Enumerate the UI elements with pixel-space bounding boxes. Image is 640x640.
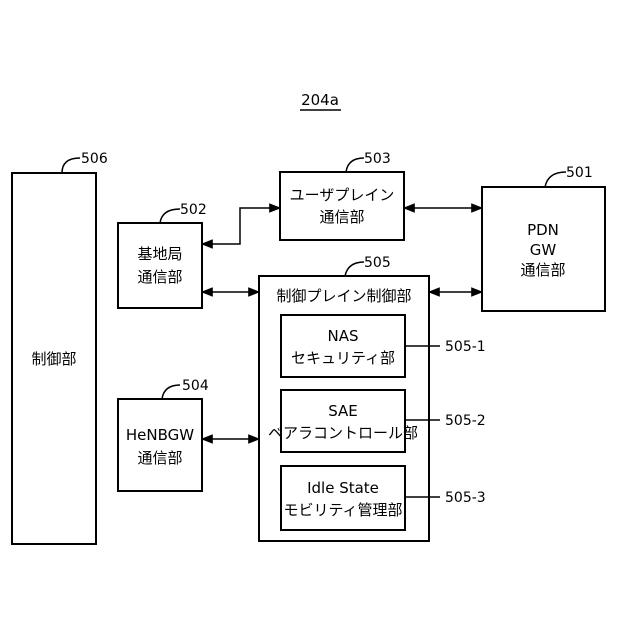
ref-506: 506 — [81, 151, 108, 167]
henbgw-block: HeNBGW 通信部 — [118, 399, 202, 491]
control-unit-block: 制御部 — [12, 173, 96, 544]
leader-505 — [345, 262, 364, 276]
leader-504 — [162, 385, 180, 399]
user-plane-block: ユーザプレイン 通信部 — [280, 172, 404, 240]
arrow-base-station-user-plane — [202, 208, 280, 244]
ref-505-3: 505-3 — [445, 490, 486, 506]
user-plane-line2: 通信部 — [319, 208, 364, 226]
idle-mobility-line2: モビリティ管理部 — [283, 501, 402, 519]
pdn-gw-line1: PDN — [527, 221, 559, 239]
ref-503: 503 — [364, 151, 391, 167]
ref-504: 504 — [182, 378, 209, 394]
ref-505-2: 505-2 — [445, 413, 486, 429]
leader-506 — [62, 158, 80, 173]
henbgw-line1: HeNBGW — [126, 426, 194, 444]
control-unit-label: 制御部 — [31, 350, 76, 368]
pdn-gw-line2: GW — [530, 241, 557, 259]
base-station-line1: 基地局 — [137, 245, 182, 263]
pdn-gw-block: PDN GW 通信部 — [482, 187, 605, 311]
idle-mobility-line1: Idle State — [307, 479, 379, 497]
ref-501: 501 — [566, 165, 593, 181]
user-plane-line1: ユーザプレイン — [290, 186, 395, 204]
sae-bearer-line1: SAE — [328, 402, 358, 420]
idle-mobility-block: Idle State モビリティ管理部 — [281, 466, 405, 530]
leader-502 — [160, 209, 180, 223]
nas-security-block: NAS セキュリティ部 — [281, 315, 405, 377]
base-station-block: 基地局 通信部 — [118, 223, 202, 308]
control-plane-label: 制御プレイン制御部 — [276, 287, 411, 305]
leader-501 — [545, 172, 566, 187]
nas-security-line1: NAS — [327, 327, 358, 345]
sae-bearer-line2: ベアラコントロール部 — [268, 424, 418, 442]
ref-502: 502 — [180, 202, 207, 218]
pdn-gw-line3: 通信部 — [520, 261, 565, 279]
figure-label: 204a — [301, 91, 339, 109]
sae-bearer-block: SAE ベアラコントロール部 — [268, 390, 418, 452]
base-station-line2: 通信部 — [137, 268, 182, 286]
nas-security-line2: セキュリティ部 — [291, 349, 395, 367]
ref-505-1: 505-1 — [445, 339, 486, 355]
henbgw-line2: 通信部 — [137, 449, 182, 467]
ref-505: 505 — [364, 255, 391, 271]
leader-503 — [346, 158, 364, 172]
